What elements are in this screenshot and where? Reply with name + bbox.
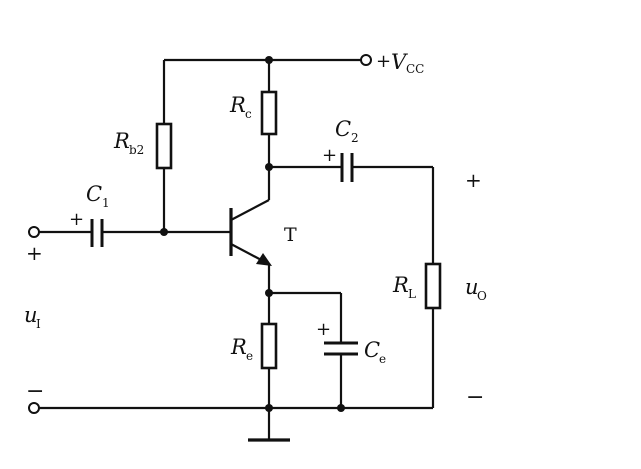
input-terminal: [28, 226, 40, 238]
rb2-subscript: b2: [129, 143, 144, 157]
uo-subscript: O: [477, 289, 487, 303]
resistor-rb2: [155, 122, 173, 170]
transistor-collector-lead: [230, 199, 270, 221]
output-plus: +: [465, 168, 482, 192]
transistor-emitter-arrow: [256, 253, 272, 266]
resistor-rl: [424, 262, 442, 310]
ce-label: C: [364, 338, 380, 362]
ui-label: u: [24, 303, 38, 327]
junction-ce-ground: [337, 404, 345, 412]
c1-polarity: +: [69, 209, 84, 230]
rc-subscript: c: [245, 107, 252, 121]
vcc-sign: +: [376, 51, 391, 72]
junction-base: [160, 228, 168, 236]
output-minus: −: [466, 385, 484, 410]
input-minus: −: [26, 379, 44, 404]
transistor-label: T: [284, 224, 297, 246]
c2-polarity: +: [322, 145, 337, 166]
uo-label: u: [465, 275, 479, 299]
rc-label: R: [229, 93, 246, 117]
c2-subscript: 2: [351, 131, 359, 145]
junction-emitter: [265, 289, 273, 297]
junction-collector: [265, 163, 273, 171]
input-plus: +: [26, 241, 43, 265]
vcc-label: V: [391, 50, 408, 74]
re-label: R: [230, 335, 247, 359]
ui-subscript: I: [36, 317, 41, 331]
rl-label: R: [392, 273, 409, 297]
vcc-terminal: [360, 54, 372, 66]
rb2-label: R: [113, 129, 130, 153]
ground-terminal: [28, 402, 40, 414]
c2-label: C: [335, 117, 351, 141]
ce-subscript: e: [379, 352, 386, 366]
junction-top: [265, 56, 273, 64]
vcc-subscript: CC: [406, 62, 424, 76]
rl-subscript: L: [408, 287, 416, 301]
c1-label: C: [86, 182, 102, 206]
junction-ground: [265, 404, 273, 412]
ce-polarity: +: [316, 319, 331, 340]
re-subscript: e: [246, 349, 253, 363]
resistor-rc: [260, 90, 278, 136]
c1-subscript: 1: [102, 196, 110, 210]
resistor-re: [260, 322, 278, 370]
